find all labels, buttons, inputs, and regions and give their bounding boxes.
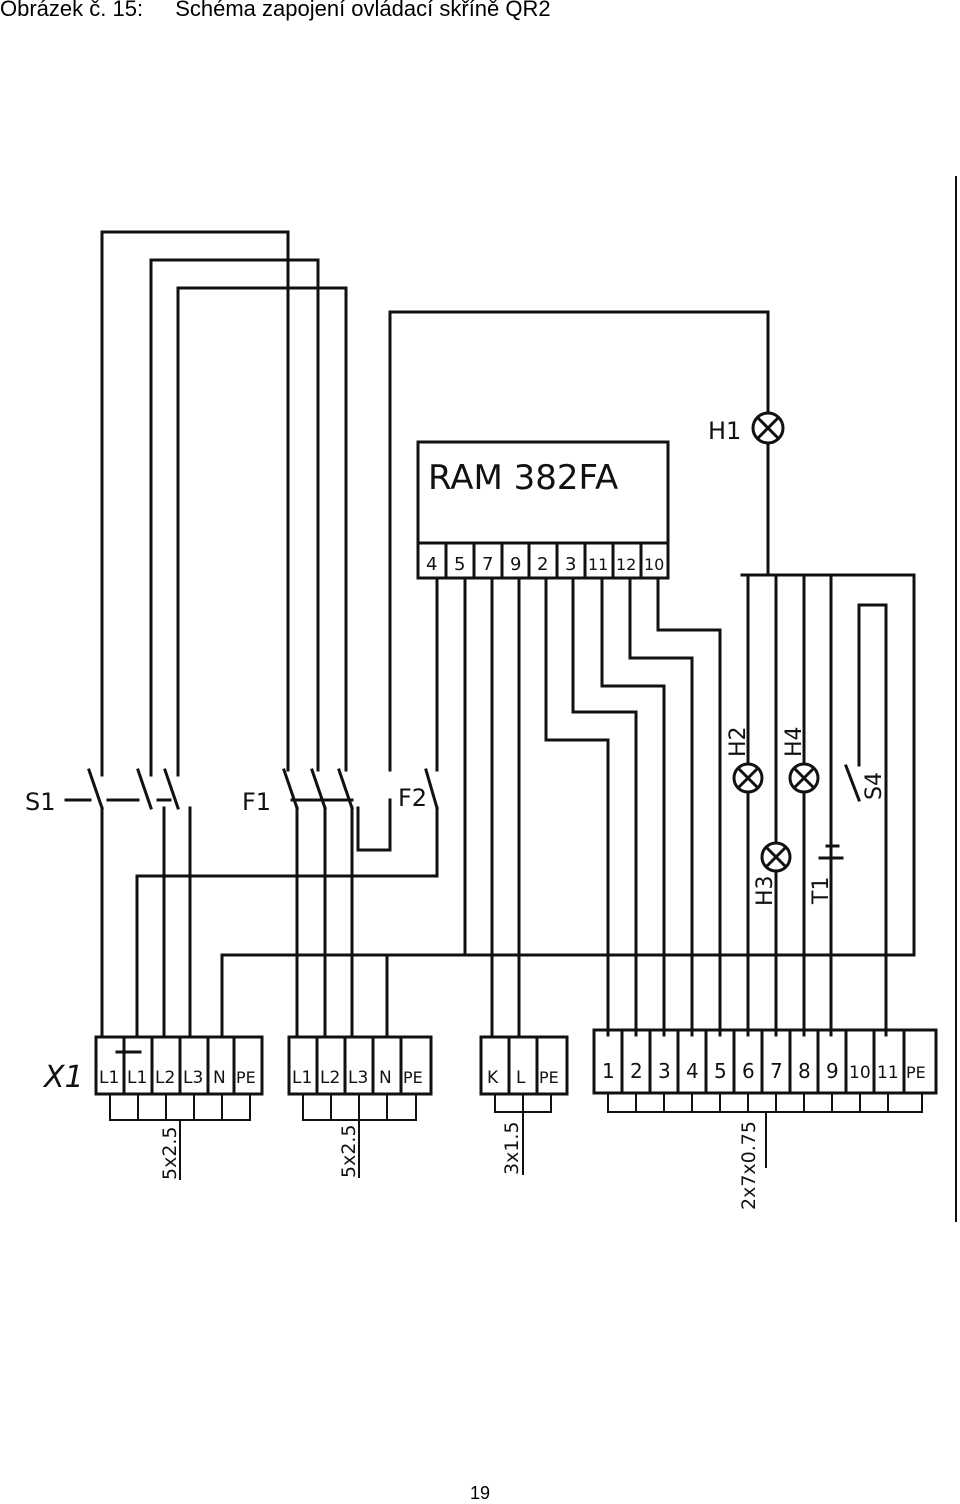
terminal-label: L	[516, 1068, 526, 1088]
wire-ram-2	[544, 576, 610, 1037]
wire-right-bus	[740, 573, 916, 957]
terminal-label: 2	[630, 1059, 643, 1083]
ram-terminal-strip: 4 5 7 9 2 3 11 12 10	[426, 541, 664, 580]
terminal-label: L2	[155, 1068, 175, 1088]
terminal-block-1: L1 L1 L2 L3 N PE 5x2.5	[94, 1035, 264, 1180]
wire-ram-11	[600, 576, 666, 1037]
ram-terminal-label: 12	[616, 555, 636, 574]
wire-f2-to-h1	[388, 310, 770, 772]
lamp-h2-icon	[732, 762, 764, 794]
wire-neutral-bus	[220, 953, 916, 1037]
ram-unit-label: RAM 382FA	[428, 458, 618, 498]
terminal-label: 9	[826, 1059, 839, 1083]
terminal-label: L3	[348, 1068, 368, 1088]
terminal-block-3: K L PE 3x1.5	[479, 1035, 569, 1175]
ram-terminal-label: 11	[588, 555, 608, 574]
ram-terminal-label: 2	[537, 554, 548, 575]
wire-ram-10	[656, 576, 722, 1037]
terminal-label: L3	[183, 1068, 203, 1088]
terminal-label: 7	[770, 1059, 783, 1083]
ram-unit-box	[416, 440, 670, 580]
label-h1: H1	[708, 417, 741, 445]
cable-label: 3x1.5	[501, 1121, 523, 1175]
wire-ram-3	[571, 576, 638, 1037]
terminal-label: N	[379, 1068, 392, 1088]
s1-contacts-icon	[87, 768, 180, 810]
wire-f2-common	[135, 806, 439, 1037]
lamp-h3-icon	[760, 841, 792, 873]
terminal-label: 4	[686, 1059, 699, 1083]
terminal-label: PE	[236, 1068, 256, 1087]
figure-caption: Obrázek č. 15: Schéma zapojení ovládací …	[0, 0, 960, 26]
figure-number: Obrázek č. 15:	[0, 0, 144, 21]
label-x1: X1	[42, 1060, 84, 1095]
wire-f1-f2-link	[356, 798, 392, 852]
cable-label: 5x2.5	[338, 1124, 360, 1178]
label-h3: H3	[753, 875, 778, 906]
terminal-label: L2	[320, 1068, 340, 1088]
cable-label: 2x7x0.75	[738, 1121, 760, 1210]
label-f2: F2	[398, 784, 427, 812]
terminal-label: L1	[292, 1068, 312, 1088]
terminal-label: K	[487, 1068, 499, 1088]
terminal-label: PE	[906, 1063, 926, 1082]
label-s1: S1	[25, 788, 56, 816]
f1-contacts-icon	[282, 768, 354, 810]
ram-terminal-label: 4	[426, 554, 437, 575]
ram-terminal-label: 9	[510, 554, 521, 575]
label-f1: F1	[242, 788, 271, 816]
terminal-label: 8	[798, 1059, 811, 1083]
terminal-label: 5	[714, 1059, 727, 1083]
label-t1: T1	[809, 877, 834, 905]
s4-switch-icon	[844, 764, 861, 802]
wire-ram-12	[628, 576, 694, 1037]
terminal-label: 10	[849, 1063, 871, 1083]
terminal-label: L1	[127, 1068, 147, 1088]
figure-title: Schéma zapojení ovládací skříně QR2	[175, 0, 551, 21]
label-h2: H2	[726, 726, 751, 757]
terminal-label: 1	[602, 1059, 615, 1083]
ram-terminal-label: 5	[454, 554, 465, 575]
ram-terminal-label: 3	[565, 554, 576, 575]
label-s4: S4	[862, 772, 887, 800]
ram-terminal-label: 10	[644, 555, 664, 574]
f2-contact-icon	[424, 768, 439, 810]
lamp-h1-icon	[751, 411, 785, 445]
page-number: 19	[469, 1483, 491, 1503]
wire-loop-1	[100, 230, 290, 777]
terminal-block-4: 1 2 3 4 5 6 7 8 9 10 11 PE 2x7x0.75	[592, 1028, 938, 1210]
terminal-label: PE	[539, 1068, 559, 1087]
label-h4: H4	[782, 726, 807, 757]
wire-loop-2	[149, 258, 320, 777]
wire-loop-3	[176, 286, 348, 777]
wire-s4-loop	[857, 603, 888, 1037]
terminal-label: PE	[403, 1068, 423, 1087]
cable-label: 5x2.5	[159, 1126, 181, 1180]
terminal-label: 6	[742, 1059, 755, 1083]
terminal-label: N	[213, 1068, 226, 1088]
ram-terminal-label: 7	[482, 554, 493, 575]
lamp-h4-icon	[788, 762, 820, 794]
terminal-label: 11	[877, 1063, 899, 1083]
terminal-label: 3	[658, 1059, 671, 1083]
terminal-block-2: L1 L2 L3 N PE 5x2.5	[287, 1035, 433, 1178]
terminal-label: L1	[99, 1068, 119, 1088]
